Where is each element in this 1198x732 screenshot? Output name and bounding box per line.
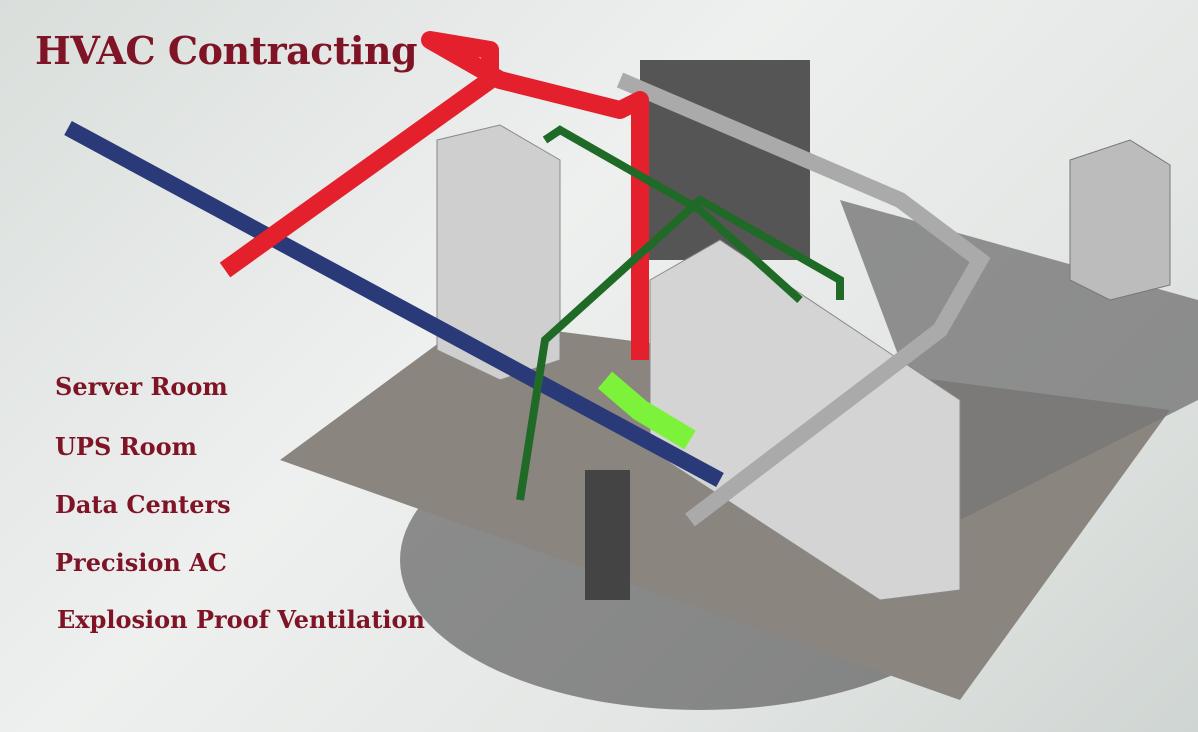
return-duct bbox=[64, 120, 724, 488]
server-cabinet bbox=[436, 124, 561, 381]
cable-tray bbox=[616, 72, 991, 527]
service-precision-ac: Precision AC bbox=[55, 548, 227, 577]
service-data-centers: Data Centers bbox=[55, 490, 231, 519]
page-title: HVAC Contracting bbox=[35, 28, 418, 73]
service-ups-room: UPS Room bbox=[55, 432, 198, 461]
precision-ac-unit bbox=[1069, 139, 1171, 301]
chilled-water-pipe-1 bbox=[516, 195, 844, 501]
service-server-room: Server Room bbox=[55, 372, 228, 401]
supply-duct bbox=[219, 31, 649, 360]
floor-stand-unit bbox=[585, 470, 630, 600]
flex-duct bbox=[597, 371, 696, 450]
chilled-water-pipe-2 bbox=[542, 125, 803, 303]
service-explosion-proof-ventilation: Explosion Proof Ventilation bbox=[57, 605, 426, 634]
